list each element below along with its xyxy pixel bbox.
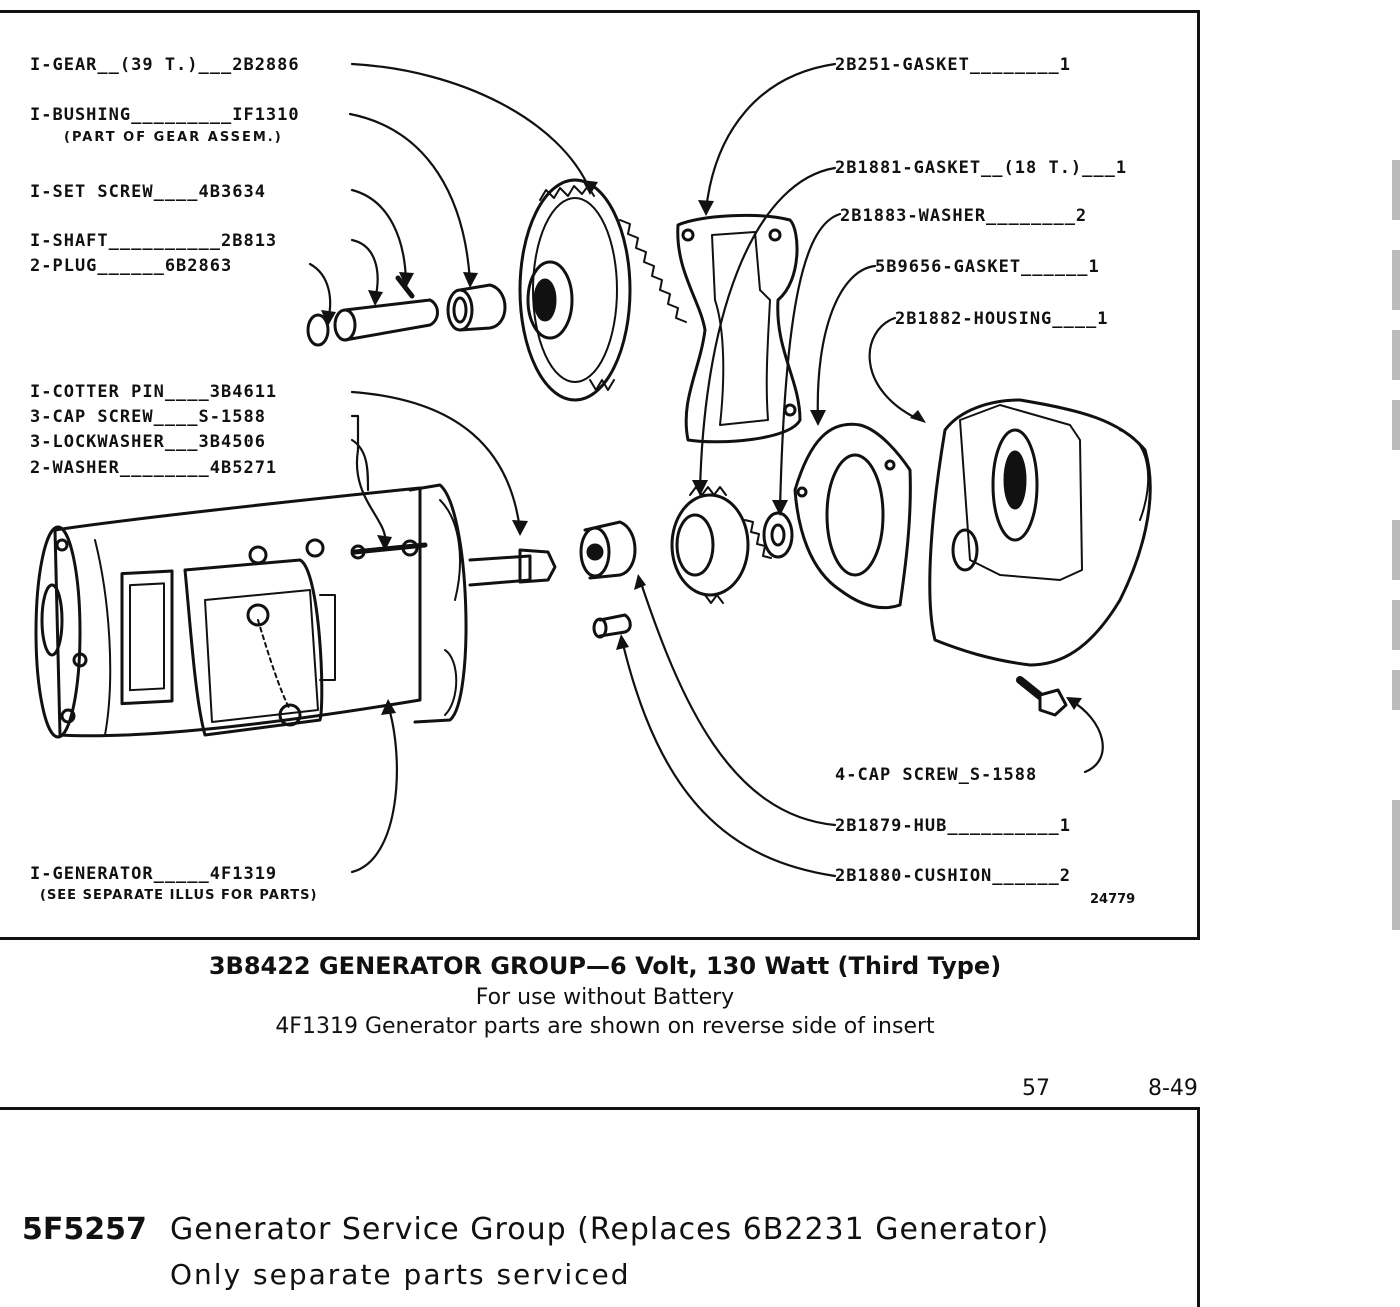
hub <box>579 520 637 580</box>
gasket-5b9656 <box>793 422 912 610</box>
page-number: 57 <box>1022 1076 1050 1101</box>
scan-edge-mark <box>1392 600 1400 650</box>
label-cushion: 2B1880-CUSHION______2 <box>835 866 1071 886</box>
caption-line-3: 4F1319 Generator parts are shown on reve… <box>275 1014 935 1039</box>
label-generator-note: (SEE SEPARATE ILLUS FOR PARTS) <box>40 888 318 903</box>
page-date: 8-49 <box>1148 1076 1198 1101</box>
scan-edge-mark <box>1392 520 1400 580</box>
service-group-subtitle: Only separate parts serviced <box>170 1258 631 1291</box>
illustration-frame <box>0 10 1200 940</box>
cushion <box>592 613 632 639</box>
scan-edge-mark <box>1392 400 1400 450</box>
label-hub: 2B1879-HUB__________1 <box>835 816 1071 836</box>
illustration-reference-number: 24779 <box>1090 892 1136 907</box>
label-lockwasher: 3-LOCKWASHER___3B4506 <box>30 432 266 452</box>
scan-edge-mark <box>1392 800 1400 930</box>
label-generator: I-GENERATOR_____4F1319 <box>30 864 278 884</box>
large-gear <box>518 178 687 402</box>
gasket-2b251 <box>676 213 802 444</box>
label-gear: I-GEAR__(39 T.)___2B2886 <box>30 55 300 75</box>
label-gasket-2b1881: 2B1881-GASKET__(18 T.)___1 <box>835 158 1128 178</box>
cap-screw-s1588 <box>1016 676 1068 717</box>
label-shaft: I-SHAFT__________2B813 <box>30 231 278 251</box>
label-cotter-pin: I-COTTER PIN____3B4611 <box>30 382 278 402</box>
caption-title: 3B8422 GENERATOR GROUP—6 Volt, 130 Watt … <box>208 952 1002 980</box>
label-plug: 2-PLUG______6B2863 <box>30 256 233 276</box>
service-group-part-number: 5F5257 <box>22 1212 147 1247</box>
washer-2b1883 <box>762 511 794 559</box>
housing-2b1882 <box>928 398 1152 667</box>
label-bushing: I-BUSHING_________IF1310 <box>30 105 300 125</box>
generator-4f1319 <box>34 483 557 739</box>
label-gasket-5b9656: 5B9656-GASKET______1 <box>875 257 1100 277</box>
shaft <box>333 298 439 342</box>
label-bushing-note: (PART OF GEAR ASSEM.) <box>64 130 283 145</box>
label-gasket-2b251: 2B251-GASKET________1 <box>835 55 1071 75</box>
scan-edge-mark <box>1392 250 1400 310</box>
scan-edge-mark <box>1392 330 1400 380</box>
plug <box>306 313 330 347</box>
leader-lines <box>308 62 1104 878</box>
service-group-title: Generator Service Group (Replaces 6B2231… <box>170 1212 1050 1247</box>
scan-edge-mark <box>1392 670 1400 710</box>
label-cap-screw-4: 4-CAP SCREW_S-1588 <box>835 765 1038 785</box>
label-cap-screw-3: 3-CAP SCREW____S-1588 <box>30 407 266 427</box>
caption-line-2: For use without Battery <box>475 985 735 1010</box>
set-screw <box>395 275 415 299</box>
scan-edge-mark <box>1392 160 1400 220</box>
small-gear <box>670 486 772 604</box>
bushing <box>446 283 507 332</box>
label-set-screw: I-SET SCREW____4B3634 <box>30 182 266 202</box>
service-group-frame <box>0 1107 1200 1307</box>
label-housing: 2B1882-HOUSING____1 <box>895 309 1109 329</box>
label-washer-2b1883: 2B1883-WASHER________2 <box>840 206 1088 226</box>
label-washer-2: 2-WASHER________4B5271 <box>30 458 278 478</box>
